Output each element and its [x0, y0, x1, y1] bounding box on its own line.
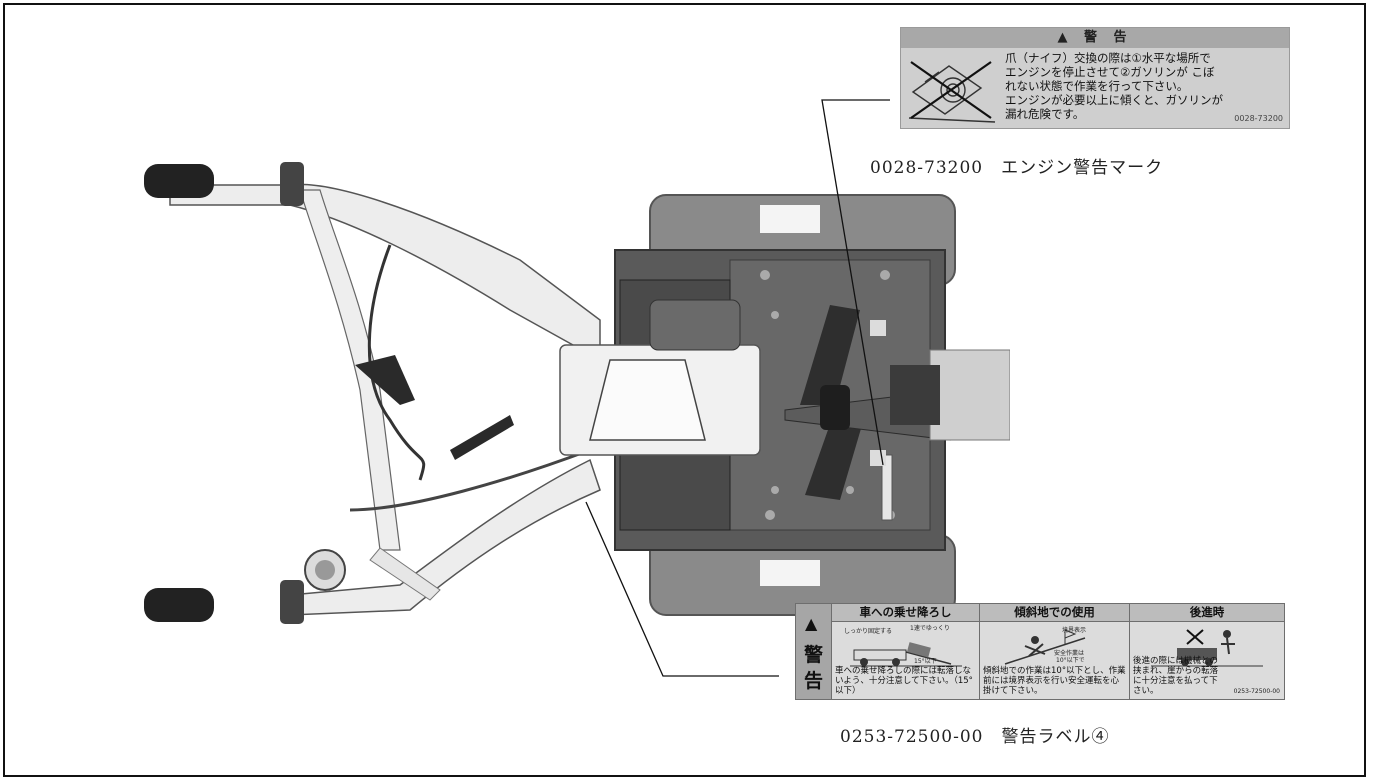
- slope-fall-icon: [1004, 629, 1085, 665]
- engine-label-line-5: 漏れ危険です。: [1005, 107, 1085, 121]
- engine-label-code: 0028-73200: [1234, 114, 1283, 123]
- warning-section-slope: 傾斜地での使用 境界表示 安全作業は 10°以下で 傾斜地での作業は10°以下と…: [980, 604, 1130, 699]
- warning-label-caption: 0253-72500-00 警告ラベル④: [840, 727, 1110, 747]
- tiny-text-secure: しっかり固定する: [844, 628, 893, 635]
- engine-label-line-3: れない状態で作業を行って下さい。: [1005, 79, 1189, 93]
- engine-label-header: ▲ 警 告: [901, 28, 1289, 48]
- section-text-loading: 車への乗せ降ろしの際には転落しないよう、十分注意して下さい。（15°以下）: [835, 666, 973, 696]
- engine-warning-label: ▲ 警 告 爪（ナイフ）交換の際は①水平な場所で エンジンを停止させて②ガソリン…: [900, 27, 1290, 129]
- section-text-reverse: 後進の際には機械との挟まれ、崖からの転落に十分注意を払って下さい。: [1133, 656, 1219, 696]
- page-frame: [3, 3, 1366, 777]
- reverse-pinch-icon: [1151, 629, 1263, 667]
- tiny-text-boundary: 境界表示: [1062, 627, 1087, 634]
- handlebar-frame: [169, 183, 601, 616]
- cultivator-top-view-image: [144, 162, 1010, 624]
- tiny-text-safe: 安全作業は: [1054, 650, 1085, 657]
- truck-loading-icon: [849, 642, 962, 667]
- engine-label-line-1: 爪（ナイフ）交換の際は①水平な場所で: [1005, 51, 1211, 65]
- warning-triangle-icon: ▲: [805, 614, 818, 633]
- warning-label-code: 0253-72500-00: [1233, 688, 1280, 695]
- tiny-text-angle: 15°以下: [914, 658, 937, 665]
- engine-label-line-4: エンジンが必要以上に傾くと、ガソリンが: [1005, 93, 1224, 107]
- section-title-reverse: 後進時: [1130, 604, 1284, 622]
- tiny-text-ten-deg: 10°以下で: [1056, 657, 1085, 664]
- tiny-text-slow: 1速でゆっくり: [910, 625, 950, 632]
- warning-char-1: 警: [804, 644, 824, 666]
- section-text-slope: 傾斜地での作業は10°以下とし、作業前には境界表示を行い安全運転を心掛けて下さい…: [983, 666, 1126, 696]
- engine-label-caption: 0028-73200 エンジン警告マーク: [870, 158, 1164, 178]
- engine-label-line-2: エンジンを停止させて②ガソリンが こぼ: [1005, 65, 1215, 79]
- section-title-loading: 車への乗せ降ろし: [832, 604, 979, 622]
- warning-label-side: ▲ 警 告: [796, 604, 832, 699]
- engine-tilt-warning-icon: [905, 52, 1001, 126]
- warning-label-4: ▲ 警 告 車への乗せ降ろし しっかり固定する 1速でゆっくり 15°以下 車へ…: [795, 603, 1285, 700]
- warning-char-2: 告: [804, 670, 824, 692]
- section-title-slope: 傾斜地での使用: [980, 604, 1129, 622]
- warning-section-loading: 車への乗せ降ろし しっかり固定する 1速でゆっくり 15°以下 車への乗せ降ろし…: [832, 604, 980, 699]
- warning-section-reverse: 後進時 後進の際には機械との挟まれ、崖からの転落に十分注意を払って下さい。 02…: [1130, 604, 1284, 699]
